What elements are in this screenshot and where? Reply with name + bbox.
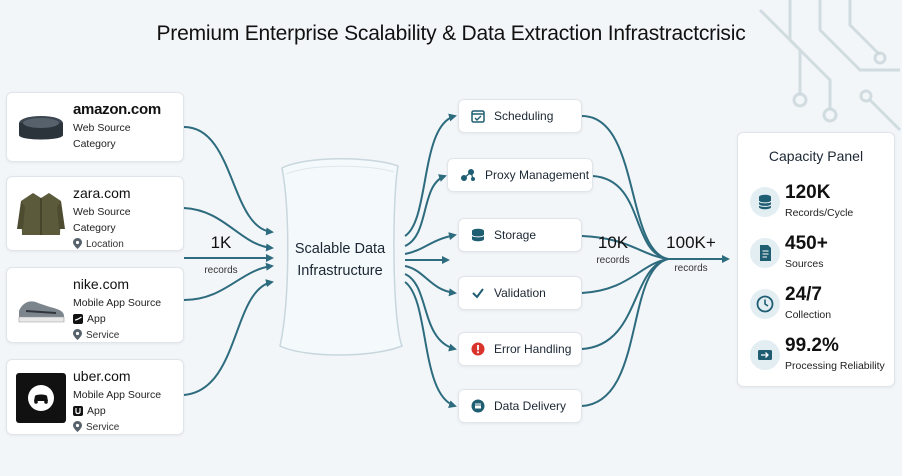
checkmark-icon: [472, 288, 484, 299]
flow-to-delivery: [404, 281, 457, 408]
process-validation[interactable]: Validation: [458, 276, 582, 310]
flow-from-error: [581, 258, 669, 350]
flow-uber: [183, 279, 274, 396]
infrastructure-node: [279, 157, 403, 356]
source-card-nike[interactable]: nike.com Mobile App Source App Service: [6, 267, 184, 343]
output-flow-unit: records: [674, 263, 708, 274]
flow-from-validation: [581, 258, 669, 294]
input-flow-unit: records: [204, 265, 238, 276]
output-flow-label: 100K+ records: [660, 233, 722, 274]
flow-from-storage: [581, 235, 669, 260]
source-type: Mobile App Source: [73, 389, 162, 401]
source-card-zara[interactable]: zara.com Web Source Category Location: [6, 176, 184, 251]
flow-nike: [183, 262, 274, 301]
source-name: nike.com: [73, 276, 130, 292]
infrastructure-label: Scalable Data Infrastructure: [294, 241, 386, 279]
process-label: Scheduling: [494, 109, 554, 123]
source-app: App: [73, 405, 106, 417]
flow-to-proxy: [404, 174, 447, 247]
metric-processing-reliability: 99.2% Processing Reliability: [750, 335, 896, 379]
output-flow-value: 100K+: [666, 233, 716, 252]
flow-amazon: [183, 126, 274, 236]
metric-label: Sources: [785, 258, 824, 270]
delivery-package-icon: [471, 399, 485, 413]
flow-zara: [183, 207, 274, 252]
flow-to-scheduling: [404, 113, 457, 237]
metric-value: 99.2%: [785, 335, 839, 356]
process-label: Data Delivery: [494, 399, 567, 413]
process-label: Validation: [494, 286, 546, 300]
database-stack-icon: [750, 187, 780, 217]
flow-from-delivery: [581, 258, 669, 407]
jacket-icon: [17, 193, 65, 235]
flow-to-validation: [404, 265, 457, 297]
clock-icon: [750, 289, 780, 319]
metric-label: Processing Reliability: [785, 360, 885, 372]
metric-value: 24/7: [785, 284, 822, 305]
capacity-panel-title: Capacity Panel: [768, 148, 864, 164]
source-type: Web Source: [73, 206, 131, 218]
database-icon: [471, 228, 485, 242]
source-card-amazon[interactable]: amazon.com Web Source Category: [6, 92, 184, 162]
mid-flow-label: 10K records: [588, 233, 638, 266]
mid-flow-unit: records: [596, 255, 630, 266]
process-proxy-management[interactable]: Proxy Management: [447, 158, 593, 192]
process-label: Storage: [494, 228, 537, 242]
metric-value: 120K: [785, 182, 831, 203]
process-label: Error Handling: [494, 342, 572, 356]
reliability-arrow-icon: [750, 340, 780, 370]
mid-flow-value: 10K: [597, 233, 629, 252]
smart-speaker-icon: [19, 116, 63, 140]
flow-to-storage: [404, 232, 457, 255]
location-pin-icon: [73, 238, 82, 249]
source-name: zara.com: [73, 185, 131, 201]
source-sub: Category: [73, 222, 116, 234]
metric-sources: 450+ Sources: [750, 233, 896, 277]
source-service: Service: [73, 329, 119, 341]
metric-label: Collection: [785, 309, 832, 321]
flow-from-scheduling: [581, 115, 669, 260]
input-flow-label: 1K records: [196, 233, 246, 276]
document-icon: [750, 238, 780, 268]
metric-value: 450+: [785, 233, 828, 254]
process-storage[interactable]: Storage: [458, 218, 582, 252]
source-service: Service: [73, 421, 119, 433]
source-name: amazon.com: [73, 101, 161, 118]
metric-records-per-cycle: 120K Records/Cycle: [750, 182, 896, 226]
metric-label: Records/Cycle: [785, 207, 854, 219]
source-card-uber[interactable]: uber.com Mobile App Source App Service: [6, 359, 184, 435]
calendar-check-icon: [471, 110, 485, 123]
process-error-handling[interactable]: Error Handling: [458, 332, 582, 366]
source-app: App: [73, 313, 106, 325]
error-alert-icon: [471, 342, 485, 356]
source-name: uber.com: [73, 368, 131, 384]
source-sub: Category: [73, 138, 116, 150]
uber-app-icon: [73, 406, 83, 416]
proxy-network-icon: [461, 169, 475, 181]
capacity-panel: Capacity Panel 120K Records/Cycle 450+ S…: [737, 132, 895, 387]
process-data-delivery[interactable]: Data Delivery: [458, 389, 582, 423]
sneaker-icon: [18, 301, 65, 323]
location-pin-icon: [73, 329, 82, 340]
source-type: Web Source: [73, 122, 131, 134]
flow-to-error: [404, 273, 457, 352]
input-flow-value: 1K: [210, 233, 232, 252]
process-label: Proxy Management: [485, 168, 590, 182]
location-pin-icon: [73, 421, 82, 432]
flow-from-proxy: [592, 175, 669, 260]
car-app-icon: [16, 373, 66, 423]
nike-app-icon: [73, 314, 83, 324]
page-title: Premium Enterprise Scalability & Data Ex…: [156, 22, 746, 45]
metric-collection: 24/7 Collection: [750, 284, 896, 328]
process-scheduling[interactable]: Scheduling: [458, 99, 582, 133]
source-type: Mobile App Source: [73, 297, 162, 309]
source-location: Location: [73, 238, 124, 250]
